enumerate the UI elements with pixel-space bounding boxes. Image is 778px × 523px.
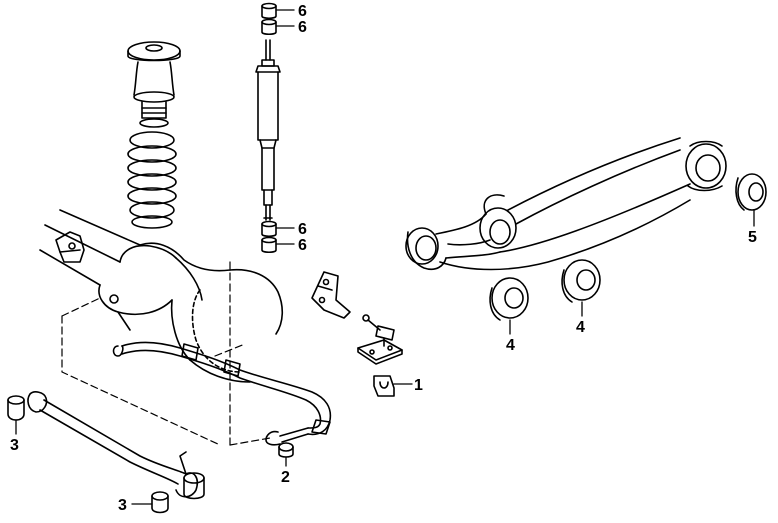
bushing-3-bottom [151,472,205,514]
bushing-4-right [561,259,601,303]
callout-leaders [15,9,755,505]
callout-6: 6 [298,237,307,254]
bushing-3-top [7,395,25,421]
callout-6: 6 [298,19,307,36]
dashed-guide-lines [61,261,271,446]
bushing-5 [735,173,767,211]
callout-1: 1 [414,377,423,394]
stabilizer-link [357,314,403,365]
callout-4: 4 [576,319,585,336]
callout-6: 6 [298,3,307,20]
axle-housing [39,209,284,383]
shock-bushing-6-top-2 [261,18,277,36]
callout-3: 3 [118,497,127,514]
axle-bump-bracket [55,231,85,263]
callout-4: 4 [506,337,515,354]
stabilizer-bar [112,341,332,446]
stabilizer-bushing-1 [373,375,395,397]
bushing-4-left [489,277,529,321]
shock-bushing-6-bottom-1 [261,220,277,238]
nut-2 [278,442,294,458]
shock-absorber [255,39,281,221]
shock-bushing-6-bottom-2 [261,236,277,254]
callout-2: 2 [281,469,290,486]
shock-bushing-6-top-1 [261,2,277,20]
coil-spring [127,131,177,229]
callout-6: 6 [298,221,307,238]
callout-5: 5 [748,229,757,246]
spring-top-mount [127,41,181,128]
control-arm [405,137,727,271]
trailing-arm [27,391,199,498]
callout-labels: 6 6 6 6 5 4 4 1 2 3 3 [10,3,757,514]
stabilizer-bracket [311,271,351,319]
callout-3: 3 [10,437,19,454]
